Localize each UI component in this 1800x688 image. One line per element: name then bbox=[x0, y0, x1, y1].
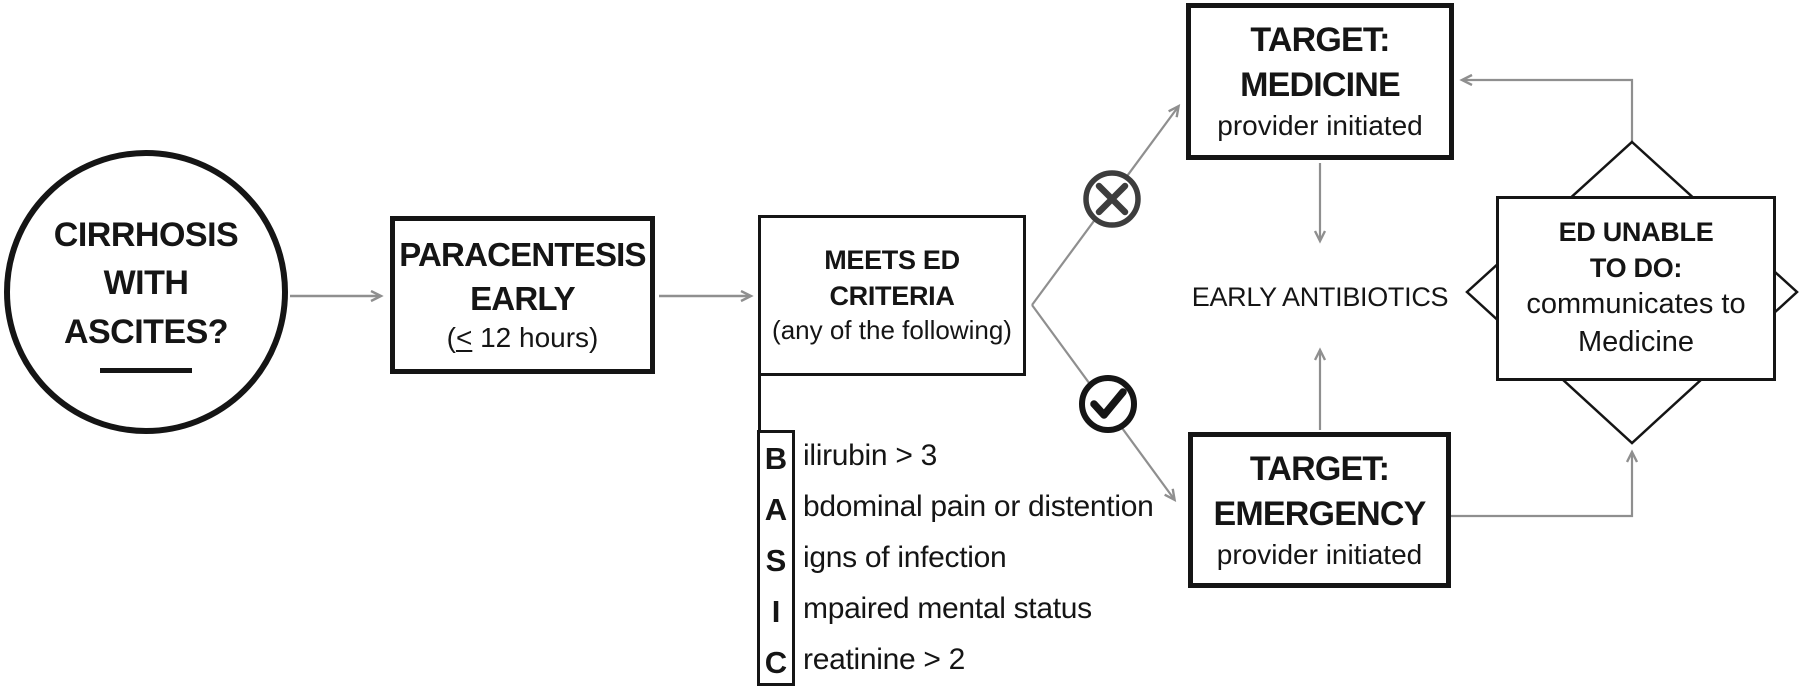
arrow-emergency-to-diamond bbox=[1451, 453, 1632, 518]
ed-unable-line3: communicates to bbox=[1526, 288, 1746, 321]
arrow-diamond-to-medicine bbox=[1463, 80, 1634, 143]
target-emergency-box: TARGET: EMERGENCY provider initiated bbox=[1188, 432, 1451, 588]
early-antibiotics-label: EARLY ANTIBIOTICS bbox=[1191, 282, 1449, 312]
target-medicine-box: TARGET: MEDICINE provider initiated bbox=[1186, 3, 1454, 160]
criteria-line1: MEETS ED bbox=[824, 244, 960, 275]
emergency-subtitle: provider initiated bbox=[1216, 538, 1423, 570]
criteria-item-abdominal-pain: bdominal pain or distention bbox=[803, 490, 1154, 523]
ed-unable-box: ED UNABLE TO DO: communicates to Medicin… bbox=[1496, 196, 1776, 381]
paracentesis-line1: PARACENTESIS bbox=[399, 236, 646, 274]
start-node-cirrhosis-with-ascites: CIRRHOSIS WITH ASCITES? bbox=[4, 150, 288, 434]
basic-acronym-box: B A S I C bbox=[757, 430, 795, 686]
basic-letter-i: I bbox=[771, 594, 781, 629]
criteria-item-bilirubin: ilirubin > 3 bbox=[803, 439, 937, 472]
timeframe-text: 12 hours) bbox=[472, 322, 599, 354]
start-node-line2: WITH bbox=[103, 264, 189, 303]
criteria-line2: CRITERIA bbox=[829, 280, 955, 311]
paracentesis-timeframe: (< 12 hours) bbox=[447, 320, 599, 356]
criteria-item-creatinine: reatinine > 2 bbox=[803, 643, 966, 676]
basic-letter-c: C bbox=[764, 645, 788, 680]
emergency-line2: EMERGENCY bbox=[1213, 494, 1427, 533]
medicine-subtitle: provider initiated bbox=[1217, 110, 1423, 142]
start-node-line3: ASCITES? bbox=[63, 312, 229, 351]
basic-criteria-list: ilirubin > 3 bdominal pain or distention… bbox=[803, 430, 1154, 685]
emergency-line1: TARGET: bbox=[1249, 449, 1390, 488]
check-circle-icon bbox=[1079, 375, 1137, 433]
paracentesis-early-box: PARACENTESIS EARLY (< 12 hours) bbox=[390, 216, 655, 374]
criteria-item-infection-signs: igns of infection bbox=[803, 541, 1007, 574]
basic-letter-s: S bbox=[765, 543, 787, 578]
meets-ed-criteria-box: MEETS ED CRITERIA (any of the following) bbox=[758, 215, 1026, 376]
medicine-line1: TARGET: bbox=[1250, 21, 1390, 60]
criteria-line3: (any of the following) bbox=[772, 315, 1012, 346]
ed-unable-line4: Medicine bbox=[1577, 326, 1695, 359]
x-circle-icon bbox=[1083, 170, 1141, 228]
ed-unable-line1: ED UNABLE bbox=[1558, 217, 1714, 248]
less-equal-symbol: < bbox=[455, 322, 473, 354]
start-node-line1: CIRRHOSIS bbox=[53, 216, 239, 255]
criteria-item-mental-status: mpaired mental status bbox=[803, 592, 1092, 625]
basic-letter-a: A bbox=[764, 492, 788, 527]
timeframe-paren: ( bbox=[446, 322, 456, 354]
ed-unable-line2: TO DO: bbox=[1589, 252, 1683, 283]
medicine-line2: MEDICINE bbox=[1240, 66, 1401, 105]
paracentesis-line2: EARLY bbox=[470, 279, 576, 317]
basic-letter-b: B bbox=[764, 441, 788, 476]
underline-blank bbox=[100, 367, 192, 373]
